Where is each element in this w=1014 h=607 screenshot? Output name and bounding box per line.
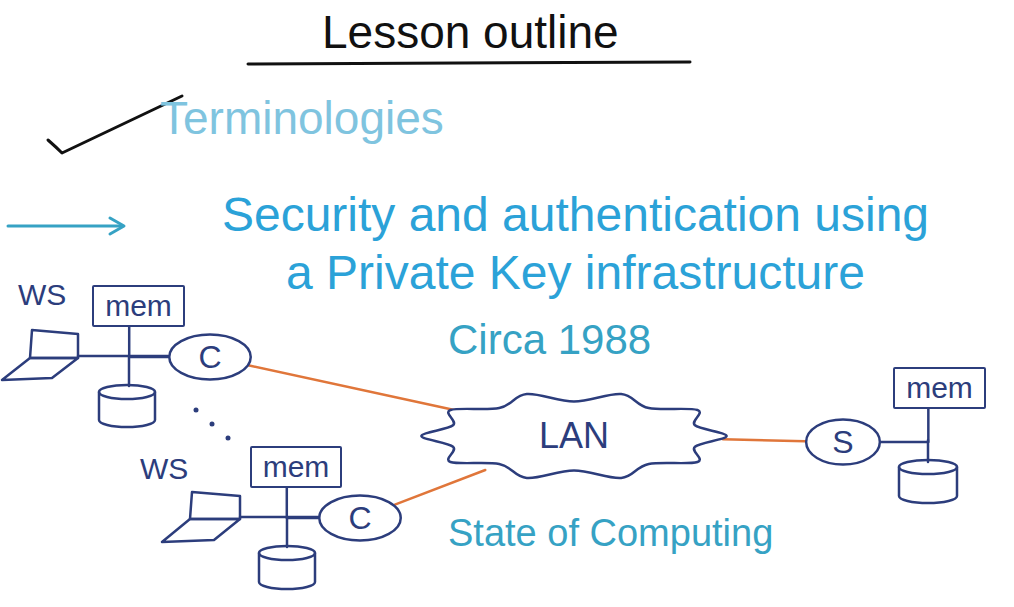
ellipse-shape bbox=[319, 495, 400, 540]
disk-body bbox=[899, 467, 957, 503]
caption-note: State of Computing bbox=[448, 512, 773, 556]
ellipsis-dot bbox=[210, 422, 215, 427]
ellipsis-dot bbox=[194, 408, 199, 413]
node-label: C bbox=[198, 341, 221, 373]
monitor-screen bbox=[190, 492, 240, 519]
disk-top bbox=[99, 385, 155, 399]
bullet-arrow-head bbox=[110, 218, 124, 234]
keyboard bbox=[162, 519, 240, 542]
disk-wire bbox=[927, 440, 930, 462]
bullet-arrow-shaft bbox=[8, 225, 122, 228]
node-label: LAN bbox=[539, 418, 609, 454]
disk-wire bbox=[128, 356, 131, 386]
ellipse-shape bbox=[806, 419, 880, 464]
memory-box: mem bbox=[92, 285, 185, 327]
disk-body bbox=[99, 392, 155, 427]
network-link bbox=[723, 439, 805, 441]
monitor-screen bbox=[30, 330, 78, 358]
node-label: C bbox=[348, 502, 371, 534]
memory-box: mem bbox=[893, 367, 986, 409]
memory-wire bbox=[129, 327, 168, 357]
keyboard bbox=[2, 358, 78, 380]
node-label: mem bbox=[263, 452, 330, 482]
network-link bbox=[395, 470, 485, 505]
disk-top bbox=[259, 546, 315, 560]
lan-cloud: LAN bbox=[415, 388, 733, 484]
memory-box: mem bbox=[250, 446, 342, 488]
node-label: mem bbox=[105, 291, 172, 321]
ellipse-shape bbox=[169, 334, 250, 379]
disk-body bbox=[259, 553, 315, 589]
memory-wire bbox=[287, 488, 318, 518]
ellipsis-dot bbox=[226, 436, 231, 441]
lesson-title: Lesson outline bbox=[322, 6, 619, 59]
client-circle: C bbox=[318, 494, 402, 542]
date-note: Circa 1988 bbox=[448, 316, 651, 364]
disk-wire bbox=[286, 517, 289, 547]
node-label: mem bbox=[906, 373, 973, 403]
title-underline bbox=[248, 62, 690, 64]
topic-text: Security and authentication using a Priv… bbox=[212, 186, 939, 301]
workstation-label: WS bbox=[140, 452, 188, 487]
node-label: S bbox=[832, 426, 853, 458]
cloud-shape bbox=[421, 394, 726, 478]
network-link bbox=[249, 366, 455, 411]
disk-top bbox=[899, 460, 957, 474]
topic-text: Terminologies bbox=[160, 92, 444, 145]
workstation-label: WS bbox=[18, 278, 66, 313]
client-circle: C bbox=[168, 333, 252, 381]
server-circle: S bbox=[805, 418, 881, 466]
memory-wire bbox=[881, 409, 928, 442]
